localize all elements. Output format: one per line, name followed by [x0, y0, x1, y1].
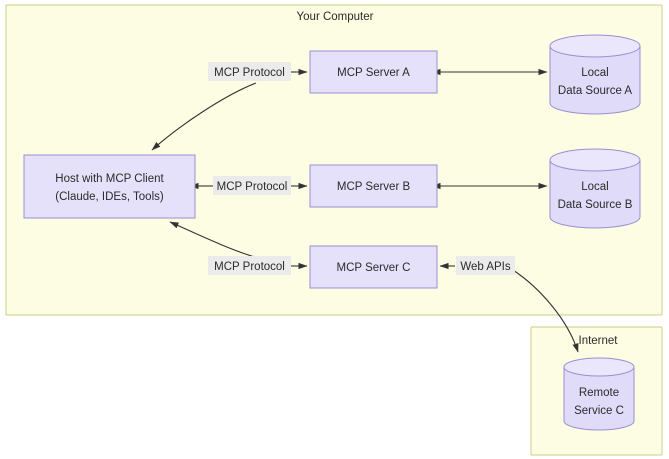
remote-service-c-label-line1: Remote — [579, 387, 619, 399]
remote-service-c-cylinder-body[interactable] — [563, 366, 635, 431]
edge-host-to-server-a-line — [151, 82, 257, 151]
data-source-b-label-line1: Local — [581, 181, 609, 193]
edge-label-host-to-server-c: MCP Protocol — [208, 256, 291, 275]
internet-title: Internet — [579, 335, 619, 347]
server-a-label: MCP Server A — [337, 67, 410, 79]
data-source-a-cylinder-body[interactable] — [549, 45, 641, 115]
node-remote-service-c[interactable]: Remote Service C — [563, 357, 635, 431]
remote-service-c-label-line2: Service C — [574, 405, 624, 417]
your-computer-title: Your Computer — [297, 11, 374, 23]
data-source-a-cylinder-top — [549, 34, 641, 58]
edge-label-host-to-server-b: MCP Protocol — [213, 176, 291, 195]
server-a-box[interactable] — [309, 50, 438, 94]
edge-remote-service-c-line — [512, 269, 579, 353]
data-source-b-label-line2: Data Source B — [558, 199, 633, 211]
node-data-source-b[interactable]: Local Data Source B — [549, 148, 641, 229]
server-c-box[interactable] — [309, 245, 438, 289]
server-b-box[interactable] — [309, 164, 438, 208]
edge-server-c-to-remote-service-c — [439, 262, 579, 353]
remote-service-c-cylinder-top — [563, 357, 635, 377]
data-source-b-cylinder-top — [549, 148, 641, 172]
your-computer-boundary — [5, 4, 663, 316]
edge-label-host-to-server-c-bg — [208, 256, 291, 275]
node-server-c[interactable]: MCP Server C — [309, 245, 438, 289]
container-your-computer: Your Computer — [5, 4, 663, 316]
edge-host-to-server-c — [169, 221, 308, 270]
edge-host-to-server-c-line — [169, 221, 259, 259]
edge-label-host-to-server-a-text: MCP Protocol — [214, 67, 285, 79]
host-label-line1: Host with MCP Client — [55, 173, 164, 185]
edge-label-host-to-server-b-bg — [213, 176, 291, 195]
edge-label-host-to-server-a: MCP Protocol — [208, 62, 291, 81]
edge-label-host-to-server-b-text: MCP Protocol — [217, 181, 288, 193]
edge-label-host-to-server-c-text: MCP Protocol — [214, 261, 285, 273]
data-source-a-label-line2: Data Source A — [558, 85, 632, 97]
data-source-b-cylinder-body[interactable] — [549, 159, 641, 229]
host-box[interactable] — [23, 154, 196, 219]
edge-label-web-apis: Web APIs — [456, 256, 515, 275]
edge-label-host-to-server-a-bg — [208, 62, 291, 81]
server-b-label: MCP Server B — [337, 181, 411, 193]
node-server-b[interactable]: MCP Server B — [309, 164, 438, 208]
edge-label-web-apis-bg — [456, 256, 515, 275]
host-label-line2: (Claude, IDEs, Tools) — [55, 191, 164, 203]
server-c-label: MCP Server C — [337, 262, 411, 274]
node-data-source-a[interactable]: Local Data Source A — [549, 34, 641, 115]
node-server-a[interactable]: MCP Server A — [309, 50, 438, 94]
node-host[interactable]: Host with MCP Client (Claude, IDEs, Tool… — [23, 154, 196, 219]
edge-label-web-apis-text: Web APIs — [460, 261, 511, 273]
edge-host-to-server-a — [151, 68, 308, 151]
data-source-a-label-line1: Local — [581, 67, 609, 79]
